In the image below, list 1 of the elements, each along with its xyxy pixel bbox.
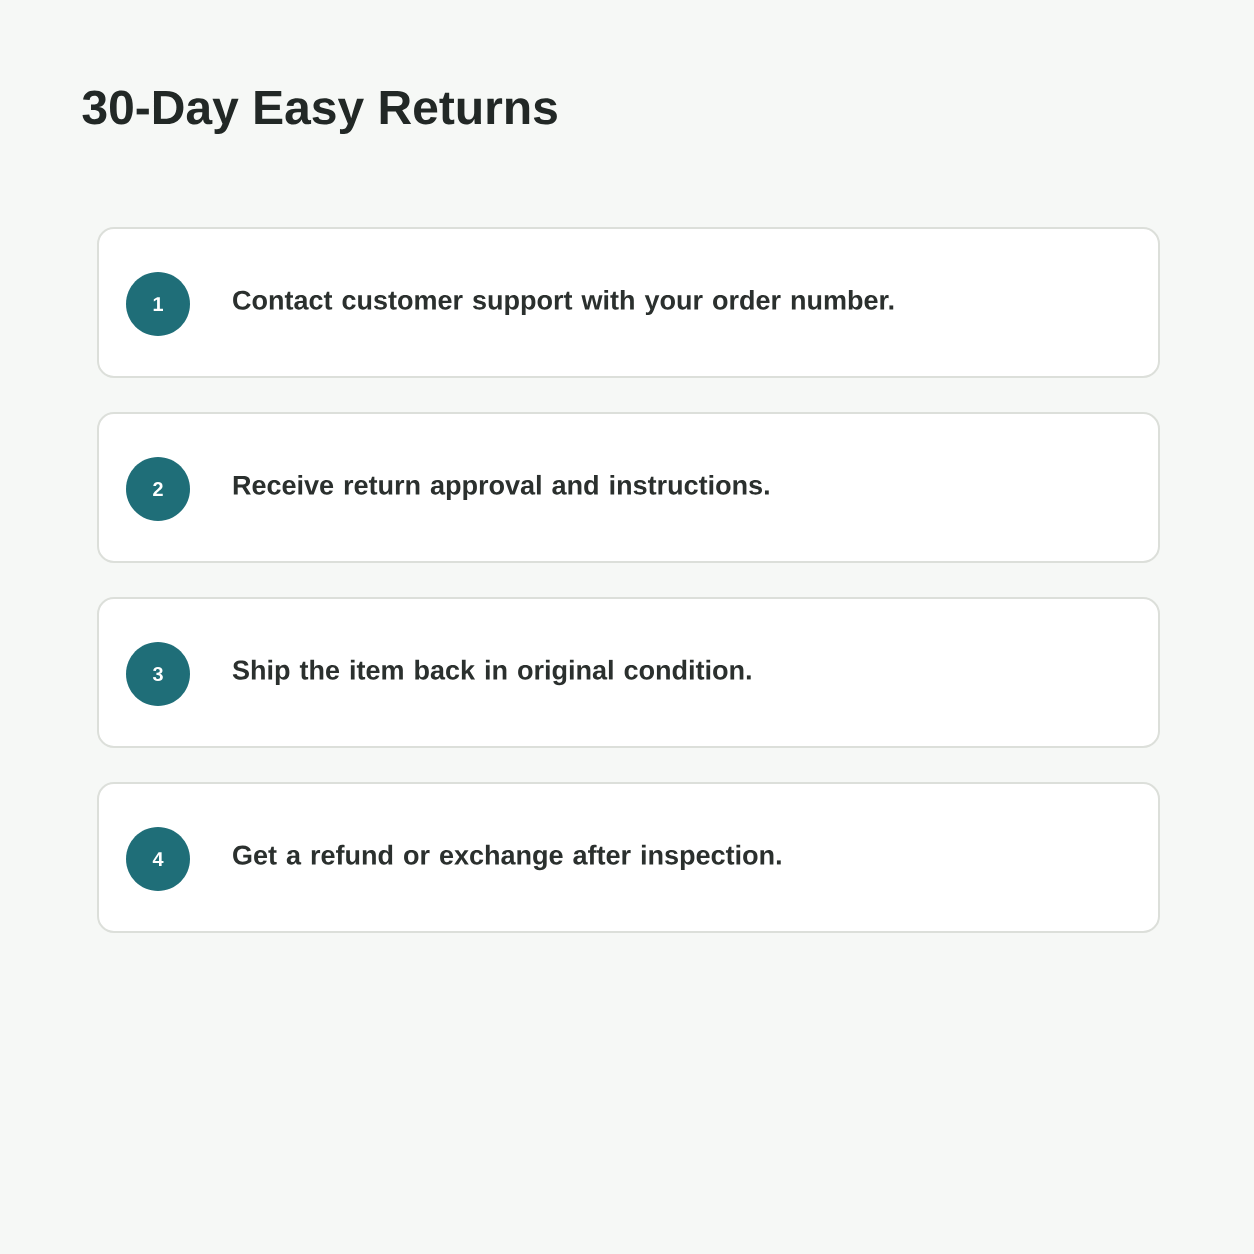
title: 30-Day Easy Returns bbox=[82, 90, 557, 134]
